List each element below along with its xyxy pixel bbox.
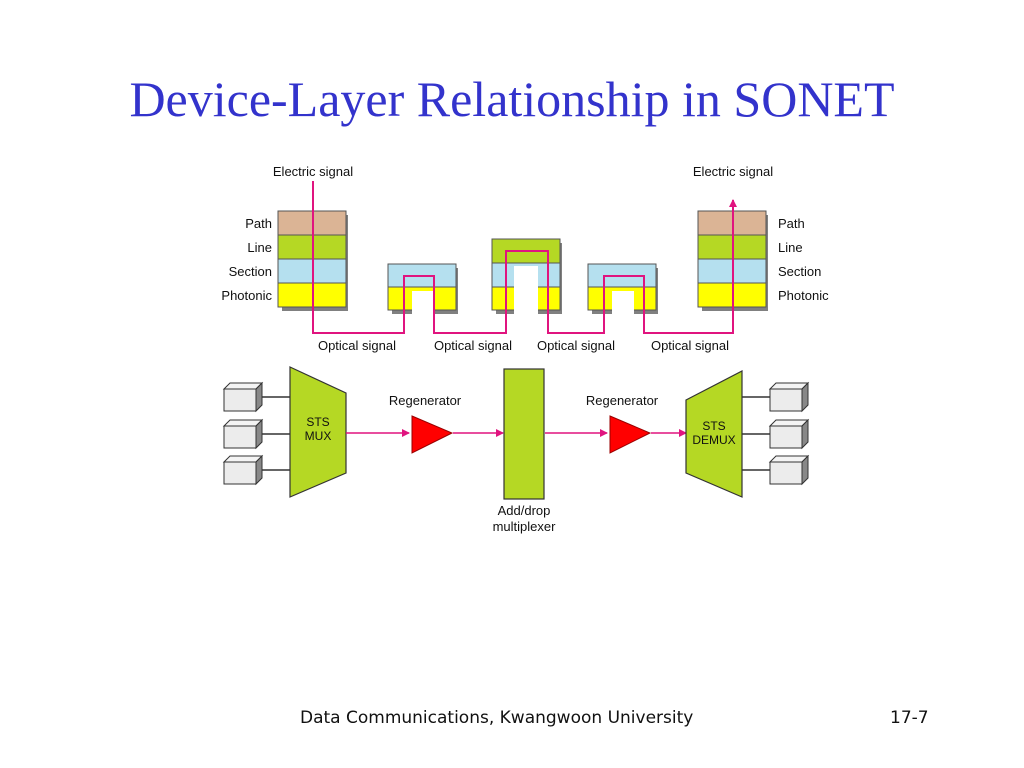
output-terminal xyxy=(768,454,810,486)
regenerator-layer-stack-right xyxy=(587,263,658,314)
optical-signal-label-2: Optical signal xyxy=(434,338,512,353)
sts-mux-label-line2: MUX xyxy=(305,429,332,443)
right-path-label: Path xyxy=(778,216,805,231)
regenerator-left xyxy=(411,415,454,454)
right-section-label: Section xyxy=(778,264,821,279)
left-photonic-label: Photonic xyxy=(221,288,272,303)
electric-signal-label-right: Electric signal xyxy=(693,164,773,179)
regenerator-label-right: Regenerator xyxy=(586,393,659,408)
sts-demux-label-line1: STS xyxy=(702,419,725,433)
slide-title: Device-Layer Relationship in SONET xyxy=(129,71,895,127)
right-photonic-label: Photonic xyxy=(778,288,829,303)
right-line-label: Line xyxy=(778,240,803,255)
optical-signal-label-3: Optical signal xyxy=(537,338,615,353)
left-section-label: Section xyxy=(229,264,272,279)
sts-mux xyxy=(289,366,347,498)
input-terminal xyxy=(222,381,264,413)
adm-label-line2: multiplexer xyxy=(493,519,557,534)
left-line-label: Line xyxy=(247,240,272,255)
output-terminals xyxy=(742,381,810,486)
output-terminal xyxy=(768,381,810,413)
sts-demux xyxy=(685,370,743,498)
signal-path xyxy=(312,181,737,334)
sts-mux-label-line1: STS xyxy=(306,415,329,429)
output-terminal xyxy=(768,418,810,450)
optical-signal-label-1: Optical signal xyxy=(318,338,396,353)
regenerator-label-left: Regenerator xyxy=(389,393,462,408)
electric-signal-label-left: Electric signal xyxy=(273,164,353,179)
regenerator-right xyxy=(609,415,652,454)
input-terminals xyxy=(222,381,290,486)
footer-page-number: 17-7 xyxy=(890,708,929,728)
sts-demux-label-line2: DEMUX xyxy=(692,433,735,447)
input-terminal xyxy=(222,454,264,486)
add-drop-multiplexer xyxy=(503,368,545,500)
regenerator-layer-stack-left xyxy=(387,263,458,314)
input-terminal xyxy=(222,418,264,450)
optical-signal-label-4: Optical signal xyxy=(651,338,729,353)
footer-course: Data Communications, Kwangwoon Universit… xyxy=(300,708,694,728)
adm-label-line1: Add/drop xyxy=(498,503,551,518)
left-path-label: Path xyxy=(245,216,272,231)
